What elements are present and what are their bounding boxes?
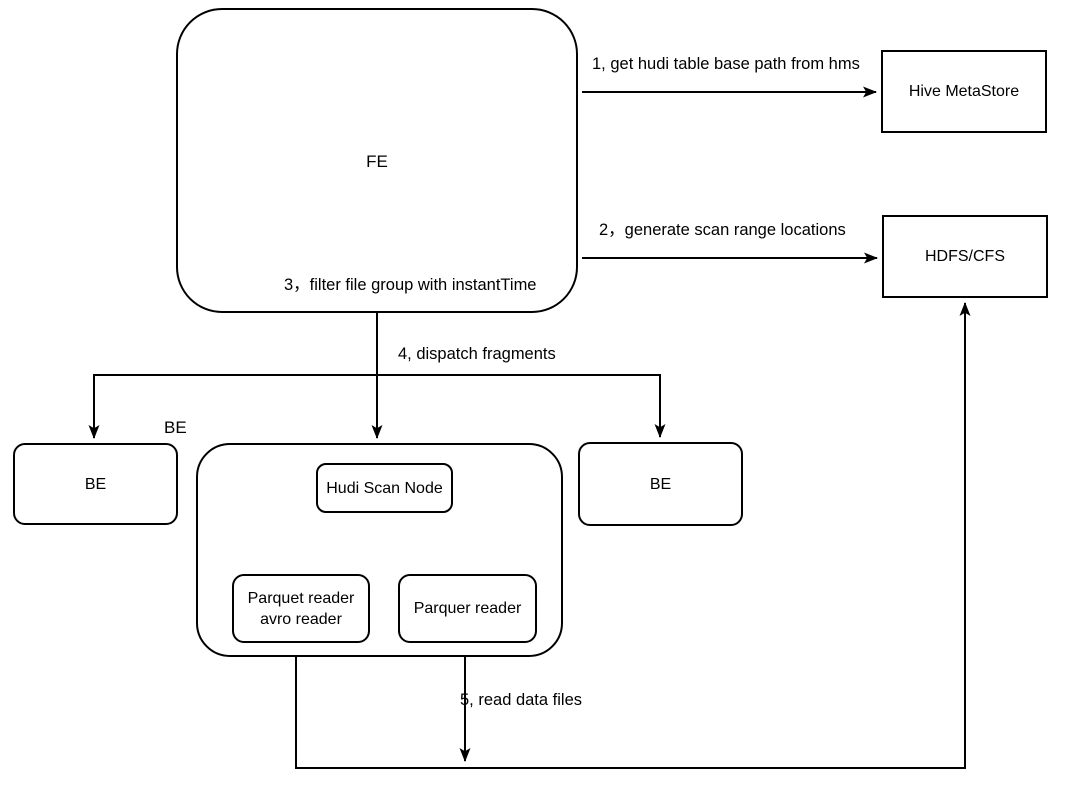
step1-label: 1, get hudi table base path from hms: [592, 55, 860, 73]
hive-metastore-node: Hive MetaStore: [881, 50, 1047, 133]
be-group-tag: BE: [164, 418, 187, 437]
parquet-avro-reader-node: Parquet reader avro reader: [232, 574, 370, 643]
parquet-avro-reader-label: Parquet reader avro reader: [247, 589, 355, 628]
parquer-reader-node: Parquer reader: [398, 574, 537, 643]
hive-metastore-label: Hive MetaStore: [908, 83, 1020, 100]
hudi-scan-node: Hudi Scan Node: [316, 463, 453, 513]
step3-filter-note: 3，filter file group with instantTime: [284, 276, 537, 294]
step5-label: 5, read data files: [460, 691, 582, 709]
be-right-label: BE: [649, 475, 672, 493]
step2-label: 2，generate scan range locations: [599, 221, 846, 239]
arrow-dispatch-left: [88, 374, 377, 439]
be-left-label: BE: [84, 475, 107, 493]
hudi-scan-node-label: Hudi Scan Node: [326, 479, 443, 497]
arrow-dispatch-right: [377, 374, 666, 438]
fe-node-label: FE: [366, 152, 388, 171]
hdfs-cfs-node: HDFS/CFS: [882, 215, 1048, 298]
arrow-read-data-to-hdfs: [295, 302, 971, 769]
hdfs-cfs-label: HDFS/CFS: [925, 248, 1005, 265]
be-right-node: BE: [578, 442, 743, 526]
parquer-reader-label: Parquer reader: [413, 600, 522, 617]
fe-node: FE 3，filter file group with instantTime: [176, 8, 578, 313]
step4-label: 4, dispatch fragments: [398, 345, 556, 363]
be-left-node: BE: [13, 443, 178, 525]
